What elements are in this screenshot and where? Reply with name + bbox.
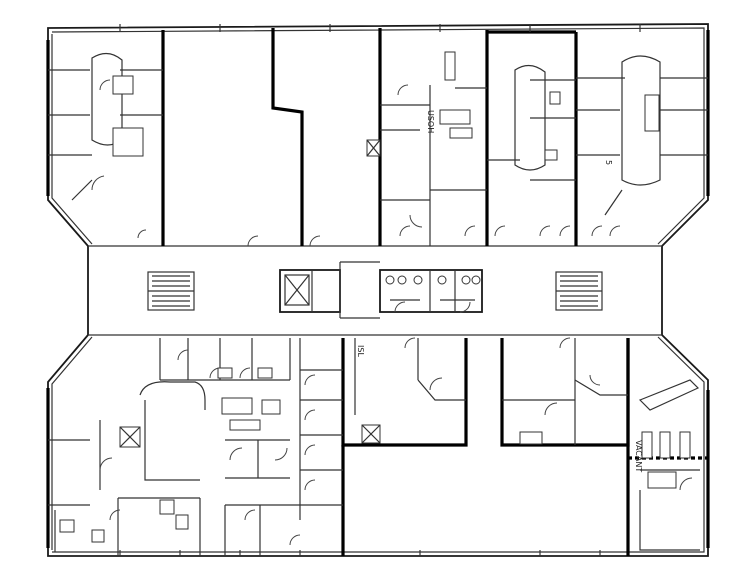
core-restrooms [379, 269, 483, 313]
elevator-bank [279, 261, 380, 319]
lower-middle-suites: ISL [354, 337, 628, 445]
window-mullions [119, 24, 641, 556]
room-code-lower: ISL [356, 345, 365, 357]
lower-left-suite [48, 338, 343, 556]
tenant-demising-walls [46, 28, 710, 556]
room-code-upper-right: 5 [604, 160, 613, 165]
upper-left-suite [48, 52, 163, 239]
vacant-label: VACANT [634, 440, 643, 472]
lower-right-suite: VACANT [634, 379, 700, 551]
building-core [147, 261, 603, 319]
upper-mid-suite: USOH [380, 51, 487, 246]
upper-right-suite: 5 [576, 55, 708, 237]
upper-narrow-suite [487, 64, 576, 237]
upper-center-suites [247, 139, 381, 247]
central-corridor [88, 245, 662, 336]
right-stair [555, 271, 603, 311]
left-stair [147, 271, 195, 311]
room-code-upper: USOH [426, 110, 435, 133]
